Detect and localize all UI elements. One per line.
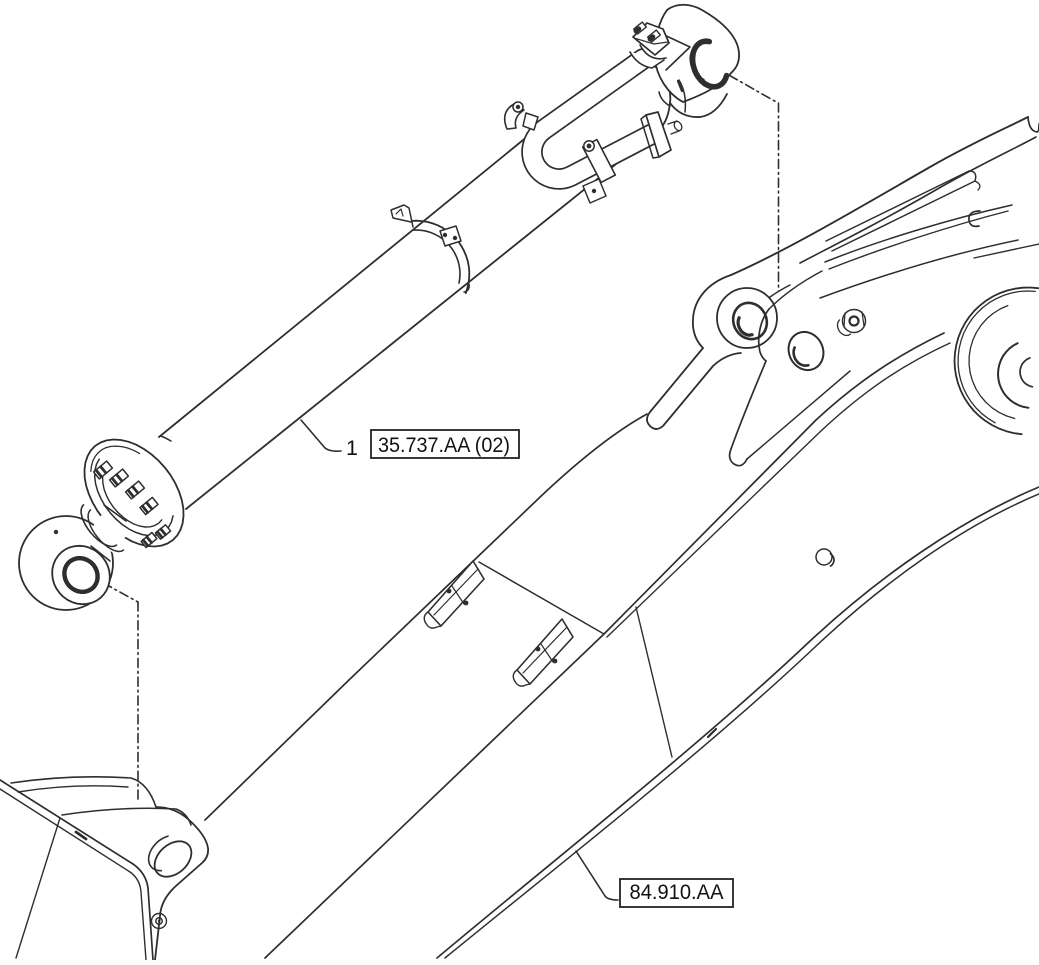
svg-text:84.910.AA: 84.910.AA <box>630 880 725 904</box>
svg-text:35.737.AA (02): 35.737.AA (02) <box>378 433 510 457</box>
svg-text:1: 1 <box>346 436 358 460</box>
